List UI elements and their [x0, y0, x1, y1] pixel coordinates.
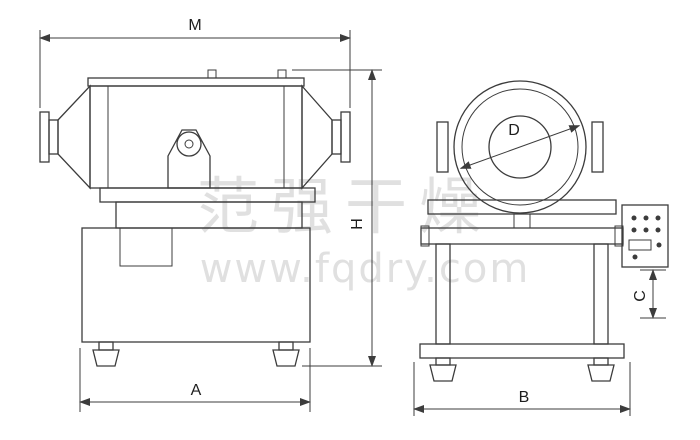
dimension-A: A [79, 348, 311, 412]
foot-left [92, 341, 120, 367]
drum-top-rail [87, 77, 305, 87]
dimension-C-label: C [632, 290, 649, 302]
panel-button [643, 215, 649, 221]
dimension-D: D [459, 122, 581, 169]
foot-right [272, 341, 300, 367]
control-panel [621, 204, 669, 268]
top-lug-left [207, 69, 217, 79]
watermark-text-url: www.fqdry.com [200, 246, 531, 292]
left-neck [48, 119, 59, 155]
watermark-text-cn: 范强干燥 [197, 170, 493, 243]
panel-button [631, 227, 637, 233]
left-flange [39, 111, 50, 163]
right-flange [340, 111, 351, 163]
watermark: 范强干燥 www.fqdry.com [197, 170, 531, 292]
dimension-H-label: H [349, 218, 366, 230]
foot-front-left [429, 357, 457, 382]
channel-end-right [614, 225, 624, 247]
panel-button [643, 227, 649, 233]
panel-button [655, 215, 661, 221]
panel-display [628, 239, 652, 251]
right-neck [331, 119, 342, 155]
bearing-outer [176, 131, 202, 157]
dimension-D-label: D [508, 122, 520, 139]
dimension-M-label: M [188, 17, 201, 34]
panel-button [631, 215, 637, 221]
trunnion-right [591, 121, 604, 173]
dimension-M: M [39, 17, 351, 108]
leg-right [593, 243, 609, 345]
channel-end-left [420, 225, 430, 247]
foot-front-right [587, 357, 615, 382]
top-lug-right [277, 69, 287, 79]
drum-outer-circle [453, 80, 587, 214]
dimension-A-label: A [191, 382, 202, 399]
base-cabinet [81, 227, 311, 343]
panel-button [656, 242, 662, 248]
side-view [39, 69, 351, 367]
panel-button [632, 254, 638, 260]
left-cone [57, 84, 91, 190]
base-plate [419, 343, 625, 359]
motor-box [119, 227, 173, 267]
dimension-B-label: B [519, 389, 530, 406]
dimension-C: C [632, 269, 666, 319]
panel-button [655, 227, 661, 233]
dimension-H: H [292, 69, 382, 367]
bearing-inner [184, 139, 194, 149]
trunnion-left [436, 121, 449, 173]
dimension-B: B [413, 362, 631, 416]
frame-top-plate [427, 199, 617, 215]
